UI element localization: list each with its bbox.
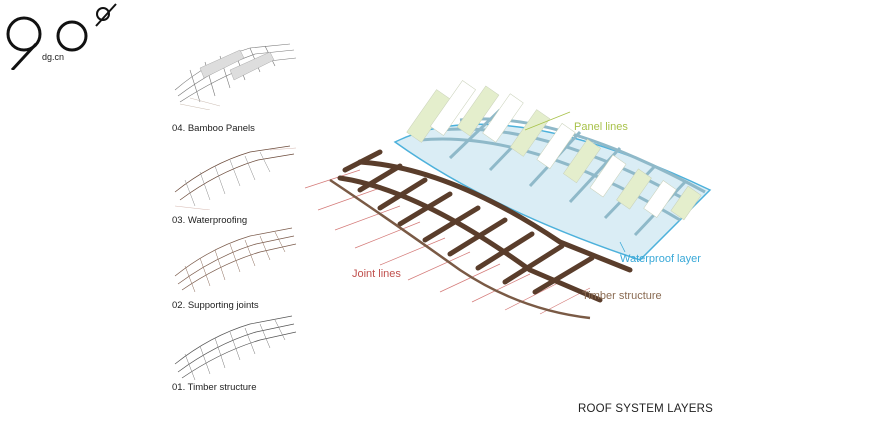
thumb-waterproofing <box>174 145 297 210</box>
panels <box>406 80 702 221</box>
callout-waterproof-layer: Waterproof layer <box>620 253 701 265</box>
thumb-timber-structure <box>174 315 297 381</box>
logo-subtext: dg.cn <box>42 52 65 62</box>
timber-frame <box>337 149 633 303</box>
thumb-supporting-joints <box>174 227 297 293</box>
diagram-caption: ROOF SYSTEM LAYERS <box>578 403 714 415</box>
callout-timber-structure: Timber structure <box>582 290 662 302</box>
panel-pointer <box>524 111 571 131</box>
callout-joint-lines: Joint lines <box>352 268 401 280</box>
callout-panel-lines: Panel lines <box>574 121 628 133</box>
step-label-supporting-joints: 02. Supporting joints <box>172 300 259 311</box>
step-label-bamboo-panels: 04. Bamboo Panels <box>172 123 255 134</box>
waterproof-pointer <box>619 241 626 253</box>
roof-layers-diagram <box>304 80 712 320</box>
logo <box>0 0 130 72</box>
logo-mark-icon <box>6 3 117 72</box>
step-label-timber-structure: 01. Timber structure <box>172 382 257 393</box>
thumb-bamboo-panels <box>174 43 297 110</box>
step-label-waterproofing: 03. Waterproofing <box>172 215 248 226</box>
